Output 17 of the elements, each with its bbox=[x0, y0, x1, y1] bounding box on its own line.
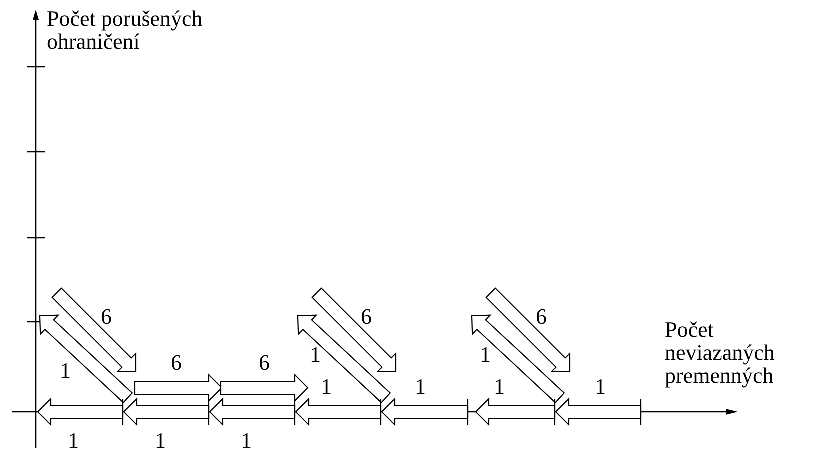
step-count: 6 bbox=[171, 351, 182, 374]
step-count: 1 bbox=[494, 375, 505, 398]
step-count: 1 bbox=[68, 429, 79, 450]
step-count: 6 bbox=[101, 305, 112, 328]
step-count: 1 bbox=[241, 429, 252, 450]
step-count: 6 bbox=[361, 305, 372, 328]
step-count: 1 bbox=[60, 359, 71, 382]
step-count: 1 bbox=[321, 375, 332, 398]
step-count: 6 bbox=[259, 351, 270, 374]
step-count: 1 bbox=[415, 375, 426, 398]
axis-title: Počet porušených ohraničení bbox=[47, 7, 204, 53]
axis-title: Počet neviazaných premenných bbox=[665, 318, 776, 387]
step-count: 6 bbox=[536, 305, 547, 328]
step-count: 1 bbox=[155, 429, 166, 450]
step-count: 1 bbox=[310, 343, 321, 366]
step-count: 1 bbox=[595, 375, 606, 398]
step-count: 1 bbox=[480, 343, 491, 366]
